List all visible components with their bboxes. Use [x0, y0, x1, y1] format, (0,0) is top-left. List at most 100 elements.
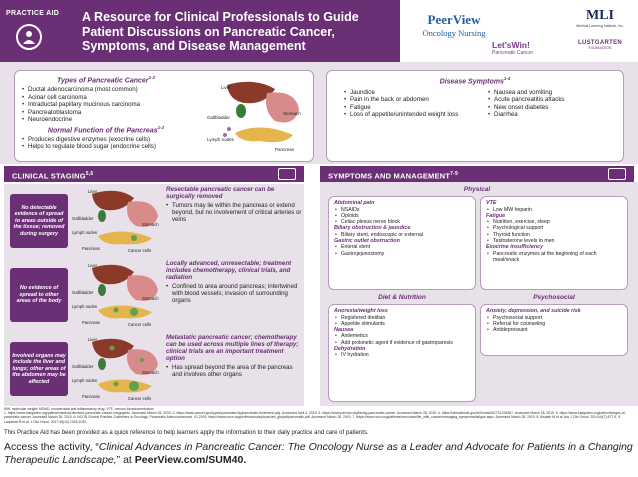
management-list: Enteral stentGastrojejunostomy: [334, 244, 470, 257]
cancer-type-item: Ductal adenocarcinoma (most common): [21, 86, 191, 94]
management-list: Psychosocial supportReferral for counsel…: [486, 315, 622, 334]
management-category: VTE: [486, 200, 497, 206]
management-item: Testosterone levels in men: [486, 238, 622, 244]
diagram-cancer-cells: [113, 307, 119, 313]
management-item: Add prokinetic agent if evidence of gast…: [334, 340, 470, 346]
management-item: Gastrojejunostomy: [334, 251, 470, 257]
clinical-staging-bar: CLINICAL STAGING5,6: [4, 166, 304, 182]
symptom-item: Jaundice: [343, 89, 473, 97]
references: 1. https://www.lustgarten.org/patient/me…: [4, 411, 626, 424]
header: PRACTICE AID A Resource for Clinical Pro…: [0, 0, 638, 62]
stage-bullet: Confined to area around pancreas; intert…: [166, 283, 302, 305]
disease-symptoms-panel: Disease Symptoms1-4 JaundicePain in the …: [326, 70, 624, 162]
symptom-item: Nausea and vomiting: [487, 89, 617, 97]
management-item: Antiemetics: [334, 333, 470, 339]
page-title: A Resource for Clinical Professionals to…: [82, 10, 359, 53]
diagram-cancer-cells: [131, 235, 137, 241]
psych-panel: Anxiety, depression, and suicide riskPsy…: [480, 304, 628, 356]
management-item: Opioids: [334, 213, 470, 219]
staging-row: No evidence of spread to other areas of …: [4, 258, 304, 332]
management-category: Nausea: [334, 326, 354, 333]
diagram-pancreas: [98, 305, 152, 319]
management-item: Celiac plexus nerve block: [334, 219, 470, 225]
function-item: Helps to regulate blood sugar (endocrine…: [21, 143, 191, 151]
label-lymph: Lymph nodes: [207, 137, 235, 142]
management-item: Registered dietitian: [334, 315, 470, 321]
management-list: Low MW heparin: [486, 207, 622, 213]
diet-panel: Anorexia/weight lossRegistered dietitian…: [328, 304, 476, 402]
cancer-type-item: Intraductal papillary mucinous carcinoma: [21, 101, 191, 109]
stage-bullet: Has spread beyond the area of the pancre…: [166, 364, 302, 378]
staging-bar-icon: [278, 168, 296, 180]
pancreas-anatomy-diagram: Liver Stomach Gallbladder Lymph nodes Pa…: [207, 81, 301, 152]
disease-heading: Disease Symptoms1-4: [439, 76, 511, 86]
diagram-stomach: [127, 349, 158, 375]
physical-left-panel: Abdominal painNSAIDsOpioidsCeliac plexus…: [328, 196, 476, 290]
management-item: Low MW heparin: [486, 207, 622, 213]
management-item: Psychological support: [486, 225, 622, 231]
staging-row: Involved organs may include the liver an…: [4, 332, 304, 406]
stage-heading: Resectable pancreatic cancer can be surg…: [166, 186, 275, 200]
function-list: Produces digestive enzymes (exocrine cel…: [21, 136, 191, 151]
management-list: NSAIDsOpioidsCeliac plexus nerve block: [334, 207, 470, 226]
symptom-item: Loss of appetite/unintended weight loss: [343, 111, 473, 119]
management-category: Dehydration: [334, 345, 366, 352]
stage-description: No evidence of spread to other areas of …: [10, 268, 68, 322]
diagram-cancer-cells: [113, 381, 119, 387]
diagram-stomach: [127, 201, 158, 227]
management-item: Referral for counseling: [486, 321, 622, 327]
diagram-stomach: [127, 275, 158, 301]
management-item: Appetite stimulants: [334, 321, 470, 327]
diagram-gallbladder: [98, 358, 106, 370]
psych-heading: Psychosocial: [533, 294, 575, 301]
management-item: Nutrition, exercise, sleep: [486, 219, 622, 225]
activity-link[interactable]: PeerView.com/SUM40.: [134, 454, 247, 466]
stage-heading: Metastatic pancreatic cancer; chemothera…: [166, 334, 299, 362]
disease-list-right: Nausea and vomitingAcute pancreatitis at…: [487, 89, 617, 119]
organ-label-liver: Liver: [88, 263, 98, 268]
management-item: Antidepressant: [486, 327, 622, 333]
peerview-logo: PeerView Oncology Nursing: [422, 12, 486, 38]
label-pancreas: Pancreas: [275, 147, 295, 152]
mli-logo: MLI Medical Learning Institute, Inc.: [576, 8, 624, 28]
organ-label-liver: Liver: [88, 189, 98, 194]
management-item: IV hydration: [334, 352, 470, 358]
diagram-cancer-cells: [140, 358, 144, 362]
clinician-icon: [16, 24, 42, 50]
stage-description: No detectable evidence of spread to area…: [10, 194, 68, 248]
diet-heading: Diet & Nutrition: [378, 294, 426, 301]
stage-text: Metastatic pancreatic cancer; chemothera…: [166, 334, 302, 378]
management-list: Registered dietitianAppetite stimulants: [334, 315, 470, 328]
management-list: Nutrition, exercise, sleepPsychological …: [486, 219, 622, 244]
label-liver: Liver: [221, 85, 231, 90]
organ-label-pancreas: Pancreas: [82, 394, 100, 399]
cancer-type-item: Acinar cell carcinoma: [21, 94, 191, 102]
letswin-logo: Let'sWin! Pancreatic Cancer: [492, 40, 534, 56]
staging-row: No detectable evidence of spread to area…: [4, 184, 304, 258]
cancer-type-item: Neuroendocrine: [21, 116, 191, 124]
stage-heading: Locally advanced, unresectable; treatmen…: [166, 260, 292, 281]
management-category: Anxiety, depression, and suicide risk: [486, 308, 581, 314]
organ-label-cancer: Cancer cells: [128, 396, 151, 401]
management-list: Biliary stent, endoscopic or external: [334, 232, 470, 238]
management-list: IV hydration: [334, 352, 470, 358]
diagram-pancreas: [98, 231, 152, 245]
label-stomach: Stomach: [283, 111, 301, 116]
organ-label-lymph: Lymph nodes: [72, 230, 97, 235]
organ-label-liver: Liver: [88, 337, 98, 342]
practice-aid-note: This Practice Aid has been provided as a…: [4, 430, 369, 436]
symptoms-management-bar: SYMPTOMS AND MANAGEMENT7-9: [320, 166, 634, 182]
cancer-type-item: Pancreatoblastoma: [21, 109, 191, 117]
diagram-gallbladder: [98, 284, 106, 296]
diagram-liver: [92, 190, 134, 211]
organ-label-pancreas: Pancreas: [82, 246, 100, 251]
function-item: Produces digestive enzymes (exocrine cel…: [21, 136, 191, 144]
management-item: NSAIDs: [334, 207, 470, 213]
organ-label-cancer: Cancer cells: [128, 248, 151, 253]
activity-title: Clinical Advances in Pancreatic Cancer: …: [4, 441, 633, 466]
diagram-cancer-cells: [109, 345, 115, 351]
practice-aid-label: PRACTICE AID: [6, 10, 60, 17]
